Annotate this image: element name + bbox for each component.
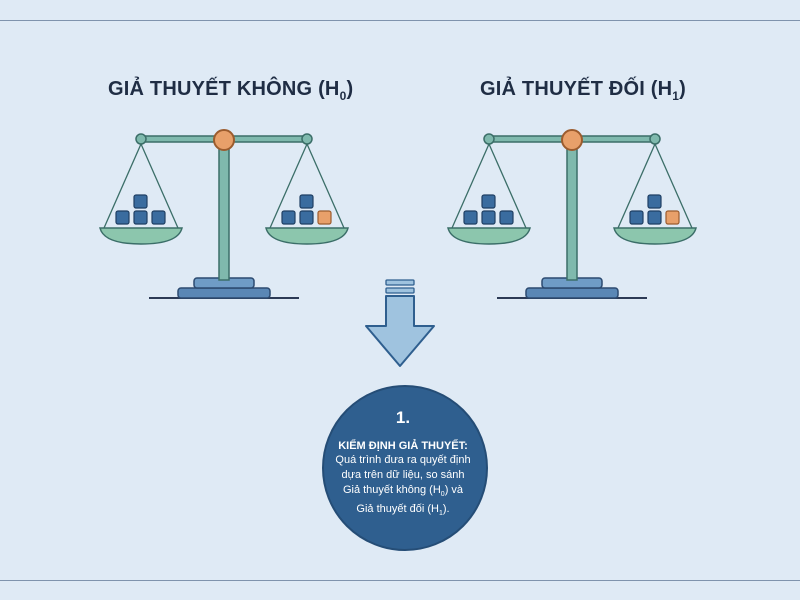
definition-circle xyxy=(322,385,488,551)
balance-scale-null xyxy=(99,129,349,299)
bottom-border-line xyxy=(0,580,800,581)
definition-heading: KIỂM ĐỊNH GIẢ THUYẾT: xyxy=(338,440,468,452)
definition-text: 1. KIỂM ĐỊNH GIẢ THUYẾT: Quá trình đưa r… xyxy=(318,408,488,521)
step-number: 1. xyxy=(395,408,411,427)
definition-body: Quá trình đưa ra quyết định dựa trên dữ … xyxy=(335,454,471,518)
alternative-hypothesis-title: GIẢ THUYẾT ĐỐI (H1) xyxy=(480,78,687,103)
null-hypothesis-title: GIẢ THUYẾT KHÔNG (H0) xyxy=(108,78,354,103)
balance-scale-alternative xyxy=(447,129,697,299)
top-border-line xyxy=(0,20,800,21)
down-arrow-icon xyxy=(365,279,435,367)
